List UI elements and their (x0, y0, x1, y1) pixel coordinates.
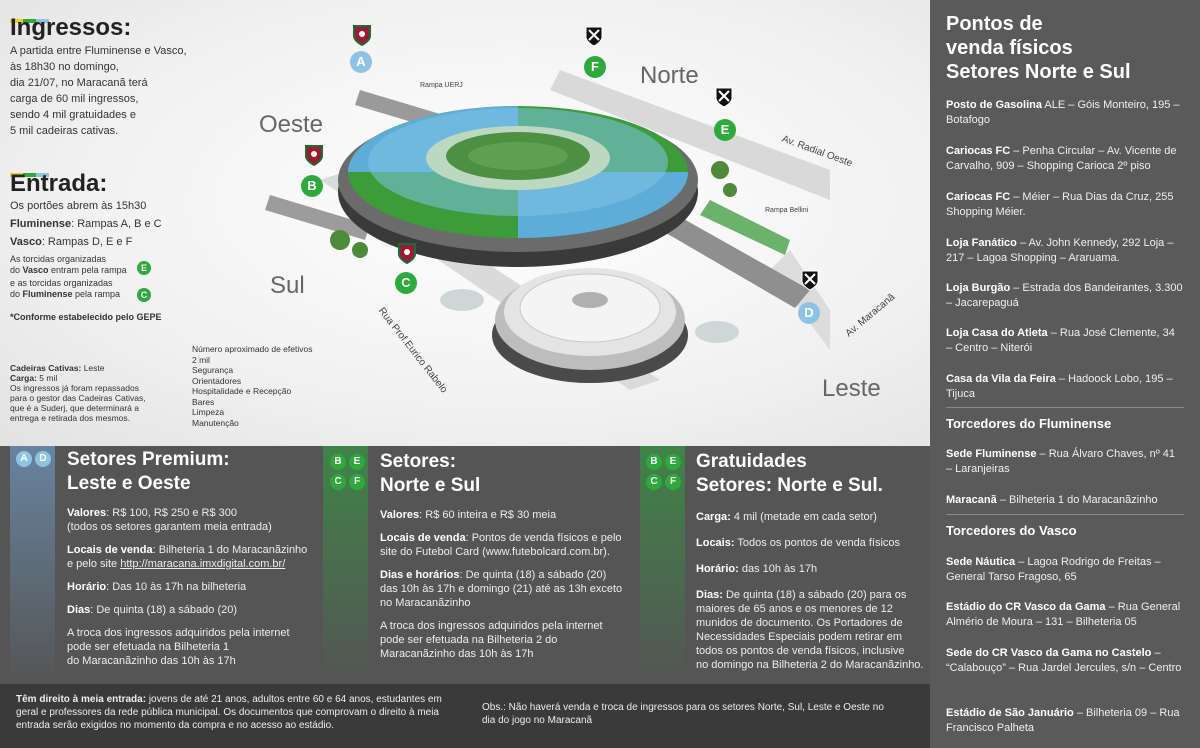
street-av-maracana: Av. Maracanã (843, 291, 898, 340)
imx-link[interactable]: http://maracana.imxdigital.com.br/ (120, 558, 286, 570)
cativas-text: Cadeiras Cativas: Leste Carga: 5 mil Os … (10, 363, 146, 423)
fluminense-crest-icon (305, 145, 323, 166)
gepe-note: *Conforme estabelecido pelo GEPE (10, 312, 162, 322)
pontos-de-venda-column: Pontos de venda físicos Setores Norte e … (930, 0, 1200, 748)
gate-c: C (395, 272, 417, 294)
torcidas-text: As torcidas organizadas do Vasco entram … (10, 254, 127, 299)
gate-b: B (301, 175, 323, 197)
gate-a: A (350, 51, 372, 73)
ingressos-text: A partida entre Fluminense e Vasco, às 1… (10, 45, 187, 137)
list-item: Loja Burgão – Estrada dos Bandeirantes, … (946, 282, 1183, 309)
panel-norte-sul-content: Setores: Norte e Sul Valores: R$ 60 inte… (318, 446, 629, 684)
gate-c-badge: C (137, 288, 151, 302)
list-item: Estádio de São Januário – Bilheteria 09 … (946, 707, 1180, 734)
divider (946, 407, 1184, 408)
color-bar (10, 10, 50, 23)
label-norte: Norte (640, 62, 699, 89)
stripe-blue (10, 446, 55, 684)
fluminense-section-title: Torcedores do Fluminense (946, 416, 1112, 431)
premium-title: Setores Premium: Leste e Oeste (67, 449, 230, 494)
list-item: Loja Casa do Atleta – Rua José Clemente,… (946, 327, 1175, 354)
ingressos-title: Ingressos: (10, 14, 132, 41)
norte-sul-details: Valores: R$ 60 inteira e R$ 30 meia Loca… (380, 509, 623, 660)
vasco-crest-icon (801, 270, 819, 291)
gratuidades-details: Carga: 4 mil (metade em cada setor) Loca… (696, 511, 924, 671)
panel-premium-content: Setores Premium: Leste e Oeste Valores: … (0, 446, 318, 684)
gate-d: D (798, 302, 820, 324)
list-item: Cariocas FC – Méier – Rua Dias da Cruz, … (946, 191, 1174, 218)
color-bar (10, 164, 50, 177)
list-item: Maracanã – Bilheteria 1 do Maracanãzinho (946, 494, 1158, 506)
norte-sul-title: Setores: Norte e Sul (380, 451, 481, 496)
list-item: Sede do CR Vasco da Gama no Castelo – “C… (946, 647, 1182, 674)
gate-e-badge: E (137, 261, 151, 275)
premium-details: Valores: R$ 100, R$ 250 e R$ 300 (todos … (67, 507, 308, 667)
stadium-infographic: Ingressos: A partida entre Fluminense e … (0, 0, 930, 446)
list-item: Sede Fluminense – Rua Álvaro Chaves, nº … (946, 448, 1176, 475)
efetivos-list: Número aproximado de efetivos 2 mil Segu… (192, 344, 313, 428)
entrada-title: Entrada: (10, 170, 108, 197)
label-rampa-bellini: Rampa Bellini (765, 207, 809, 214)
list-item: Posto de Gasolina ALE – Góis Monteiro, 1… (946, 99, 1180, 126)
divider (946, 514, 1184, 515)
panel-gratuidades-content: Gratuidades Setores: Norte e Sul. Carga:… (629, 446, 930, 684)
vasco-crest-icon (715, 87, 733, 108)
pontos-venda-title: Pontos de venda físicos Setores Norte e … (946, 13, 1131, 83)
label-oeste: Oeste (259, 111, 324, 138)
obs-note: Obs.: Não haverá venda e troca de ingres… (482, 702, 884, 726)
fluminense-crest-icon (398, 243, 416, 264)
list-item: Casa da Vila da Feira – Hadoock Lobo, 19… (946, 373, 1173, 400)
meia-entrada-note: Têm direito à meia entrada: jovens de at… (16, 694, 442, 731)
vasco-crest-icon (585, 26, 603, 47)
label-sul: Sul (270, 272, 305, 299)
list-item: Estádio do CR Vasco da Gama – Rua Genera… (946, 601, 1181, 628)
vasco-section-title: Torcedores do Vasco (946, 523, 1077, 538)
footer-notes: Têm direito à meia entrada: jovens de at… (0, 684, 930, 748)
maracana-stadium-illustration (265, 70, 830, 390)
list-item: Loja Fanático – Av. John Kennedy, 292 Lo… (946, 237, 1174, 264)
gate-e: E (714, 119, 736, 141)
list-item: Cariocas FC – Penha Circular – Av. Vicen… (946, 145, 1177, 172)
entrada-text: Os portões abrem às 15h30 Fluminense: Ra… (10, 200, 162, 248)
fluminense-crest-icon (353, 25, 371, 46)
list-item: Sede Náutica – Lagoa Rodrigo de Freitas … (946, 556, 1161, 583)
gratuidades-title: Gratuidades Setores: Norte e Sul. (696, 451, 883, 496)
panel-norte-sul (318, 446, 629, 684)
label-leste: Leste (822, 375, 881, 402)
gate-f: F (584, 56, 606, 78)
label-rampa-uerj: Rampa UERJ (420, 82, 463, 89)
